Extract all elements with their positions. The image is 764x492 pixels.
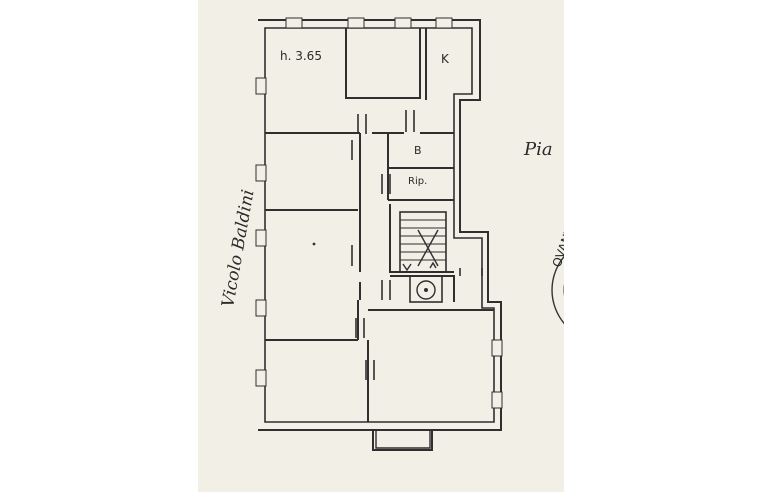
exterior-wall-inner (264, 27, 495, 423)
door-mark-7 (355, 318, 365, 338)
door-mark-3 (351, 140, 361, 160)
exterior-wall-outer (258, 19, 502, 451)
door-mark-4 (381, 174, 391, 194)
balcony (375, 430, 431, 449)
stair-arrows (402, 261, 437, 272)
stairwell-box (399, 211, 447, 273)
stamp-outer-ring (551, 255, 564, 325)
stair-cross (417, 229, 439, 267)
window-left-2 (255, 164, 267, 182)
paper-background (198, 0, 564, 492)
ceiling-height-label: h. 3.65 (280, 49, 322, 63)
window-left-1 (255, 77, 267, 95)
windows (255, 17, 503, 409)
doors (351, 110, 483, 380)
floor-plan-sheet: OVANTI ANDREA h. 3.65 K B Rip. Pia Vicol… (198, 0, 564, 492)
window-right-1 (491, 339, 503, 357)
room-dot (312, 242, 316, 246)
window-left-3 (255, 229, 267, 247)
elevator-dot (424, 288, 428, 292)
bathroom-label: B (414, 144, 422, 157)
elevator-icon (416, 280, 436, 300)
window-top-2 (347, 17, 365, 29)
kitchen-label: K (441, 52, 450, 66)
square-label: Pia (523, 139, 553, 160)
window-top-3 (394, 17, 412, 29)
door-mark-5 (351, 245, 361, 266)
window-top-1 (285, 17, 303, 29)
floor-plan: OVANTI ANDREA h. 3.65 K B Rip. Pia Vicol… (198, 0, 564, 492)
door-mark-9 (459, 268, 483, 276)
stairwell (399, 211, 447, 273)
elevator (409, 275, 443, 303)
elevator-shaft (409, 275, 443, 303)
lower-rooms-divider (265, 339, 369, 422)
door-mark-2 (405, 110, 415, 132)
window-top-4 (435, 17, 453, 29)
door-mark-6 (381, 280, 391, 300)
lower-room-top-wall (357, 300, 494, 340)
door-mark-8 (365, 360, 375, 380)
window-left-5 (255, 369, 267, 387)
stair-treads (400, 219, 446, 261)
storage-label: Rip. (408, 176, 427, 187)
kitchen-wall (345, 28, 421, 99)
bathroom-wall (387, 133, 454, 200)
window-left-4 (255, 299, 267, 317)
window-right-2 (491, 391, 503, 409)
door-mark-1 (357, 114, 367, 134)
